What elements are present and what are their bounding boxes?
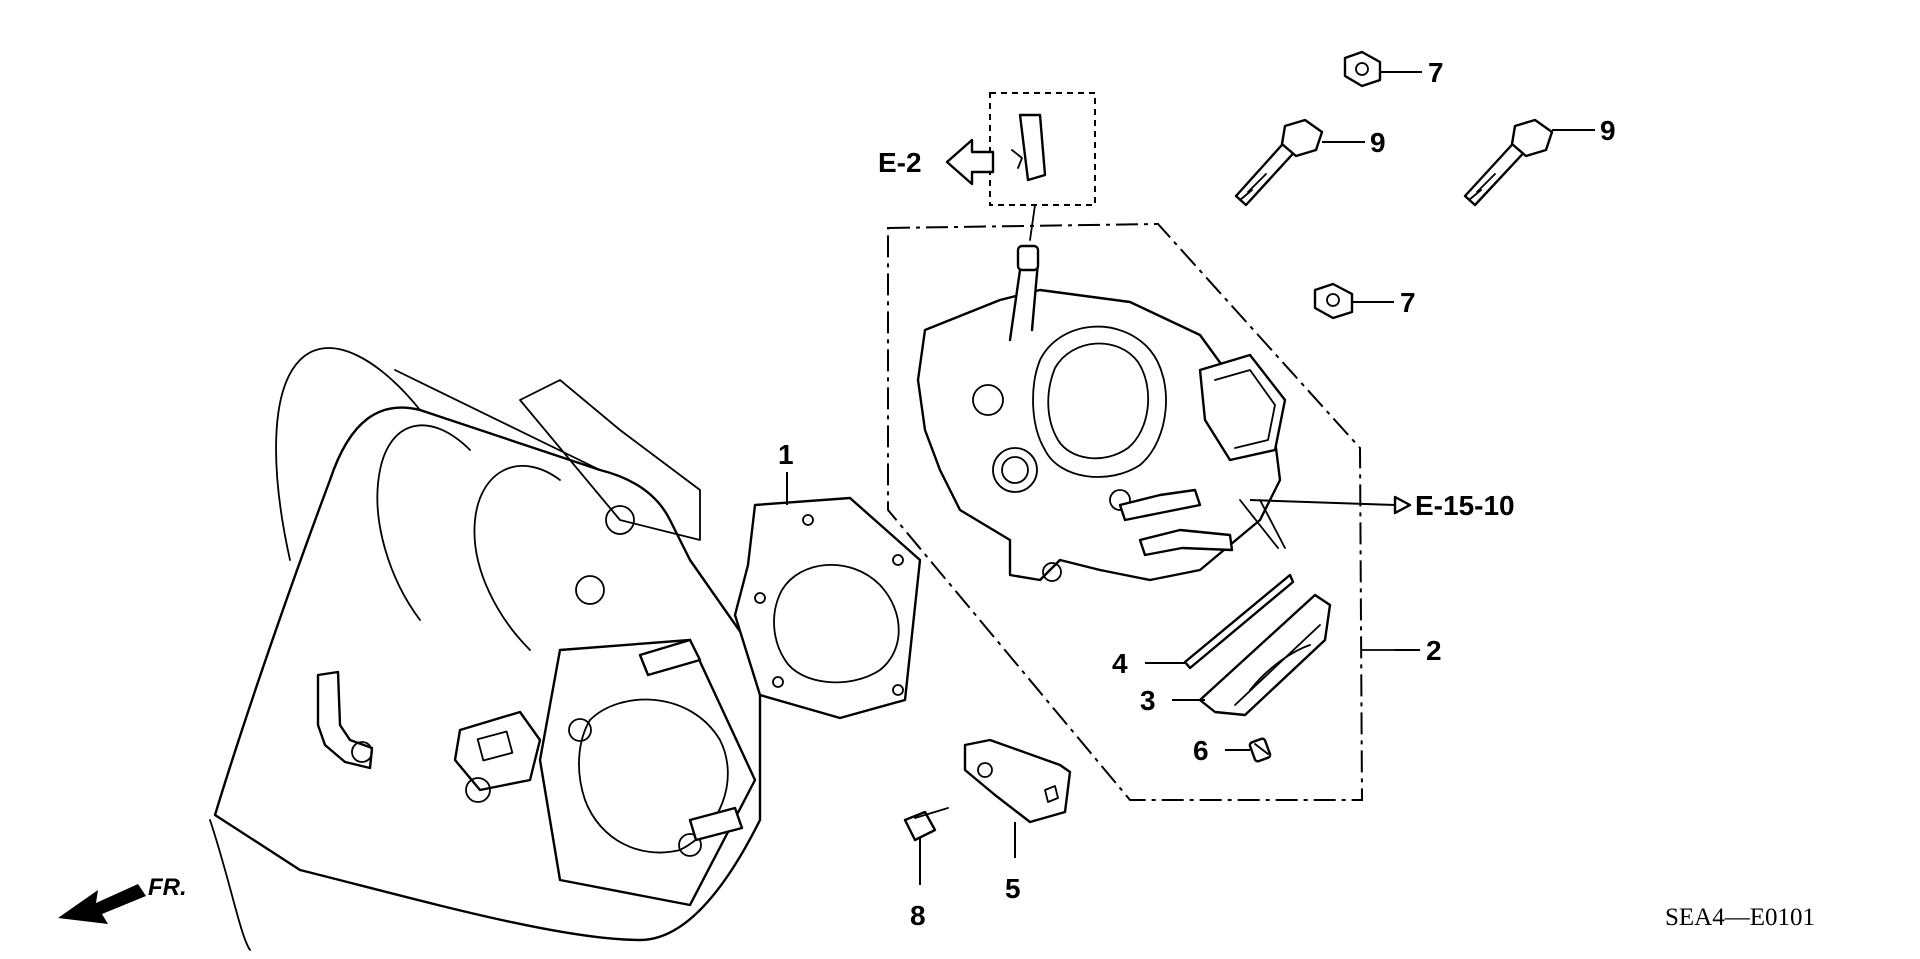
sensor-part-3	[1198, 593, 1332, 717]
callout-7-upper: 7	[1428, 57, 1444, 88]
gasket	[733, 496, 922, 720]
bolt-part-9-right	[1463, 118, 1554, 207]
bracket-part-5	[963, 738, 1072, 824]
callout-4: 4	[1112, 648, 1128, 679]
bolt-part-8	[903, 807, 949, 842]
sensor-ref-label: E-15-10	[1415, 490, 1515, 521]
callout-9-right: 9	[1600, 115, 1616, 146]
callout-9-left: 9	[1370, 127, 1386, 158]
leader-lines	[786, 71, 1595, 885]
front-direction-arrow-icon	[58, 884, 146, 924]
callout-2: 2	[1426, 635, 1442, 666]
hose-ref-label: E-2	[878, 147, 922, 178]
front-direction-label: FR.	[148, 874, 187, 901]
drawing-code: SEA4—E0101	[1665, 904, 1815, 931]
bolt-part-9-left	[1234, 118, 1324, 207]
callout-6: 6	[1193, 735, 1209, 766]
seal-part-4	[1183, 573, 1295, 670]
hose-detail-box	[989, 92, 1096, 241]
nut-part-7-lower	[1313, 282, 1354, 320]
callout-1: 1	[778, 439, 794, 470]
nut-part-7-upper	[1343, 50, 1382, 88]
sensor-ref-arrow	[1393, 495, 1412, 515]
throttle-body-group-boundary	[887, 222, 1396, 801]
hose-ref-arrow-icon	[945, 138, 995, 186]
throttle-body	[916, 244, 1287, 582]
screw-part-6	[1248, 737, 1272, 763]
callout-5: 5	[1005, 873, 1021, 904]
callout-7-lower: 7	[1400, 287, 1416, 318]
intake-manifold	[209, 347, 762, 951]
callout-3: 3	[1140, 685, 1156, 716]
callout-8: 8	[910, 900, 926, 931]
